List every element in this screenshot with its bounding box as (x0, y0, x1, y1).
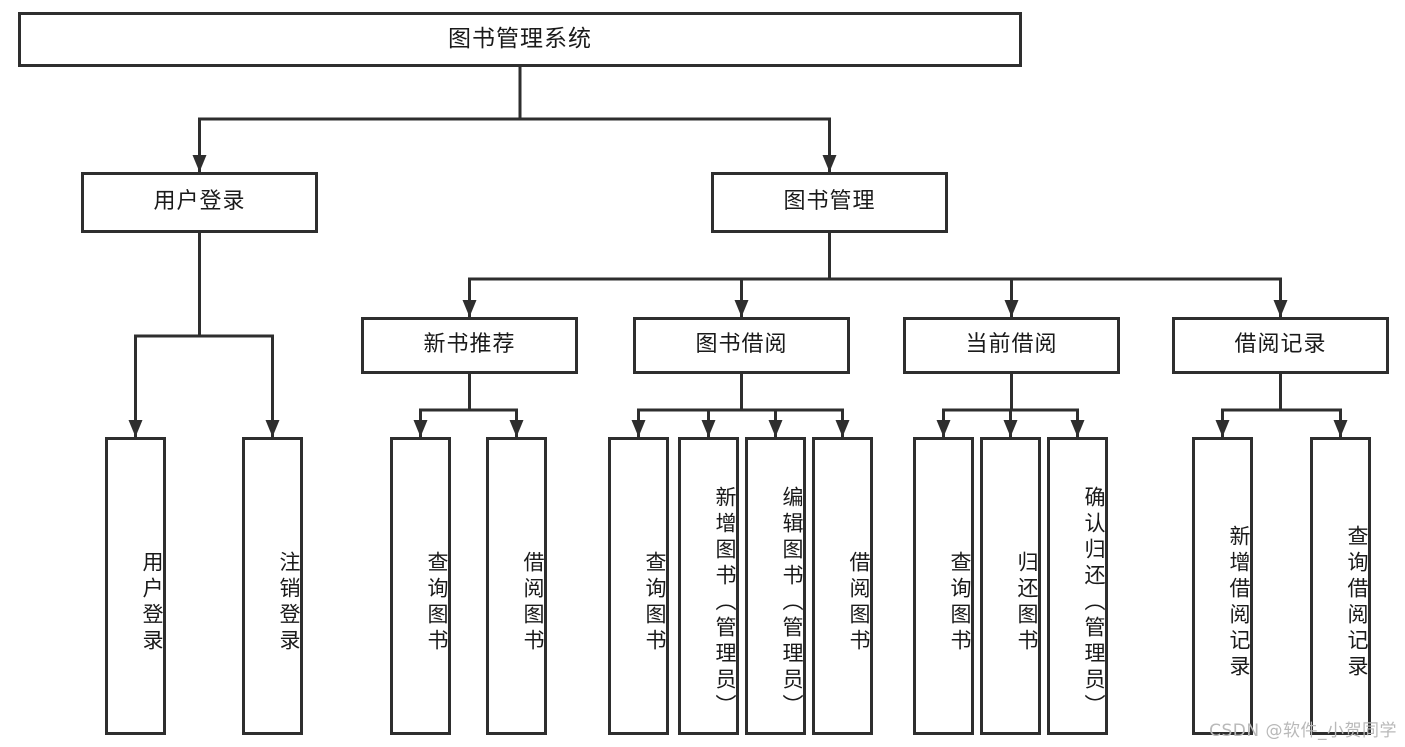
leaf-user-login[interactable]: 用户登录 (105, 437, 166, 735)
node-book-manage-label: 图书管理 (783, 189, 876, 215)
leaf-user-login-label: 用户登录 (140, 551, 164, 655)
node-current-borrow[interactable]: 当前借阅 (903, 317, 1120, 374)
node-new-book-recommend[interactable]: 新书推荐 (361, 317, 578, 374)
leaf-borrow-edit-book-label: 编辑图书（管理员） (780, 486, 804, 720)
node-borrow-record[interactable]: 借阅记录 (1172, 317, 1389, 374)
leaf-record-add[interactable]: 新增借阅记录 (1192, 437, 1253, 735)
leaf-recommend-query-book[interactable]: 查询图书 (390, 437, 451, 735)
node-new-book-recommend-label: 新书推荐 (423, 332, 516, 358)
node-book-manage[interactable]: 图书管理 (711, 172, 948, 233)
leaf-logout[interactable]: 注销登录 (242, 437, 303, 735)
leaf-borrow-add-book-label: 新增图书（管理员） (713, 486, 737, 720)
leaf-current-confirm-return-label: 确认归还（管理员） (1082, 486, 1106, 720)
leaf-current-query-book-label: 查询图书 (948, 551, 972, 655)
leaf-current-return-book-label: 归还图书 (1015, 551, 1039, 655)
node-book-borrow-label: 图书借阅 (695, 332, 788, 358)
leaf-current-confirm-return[interactable]: 确认归还（管理员） (1047, 437, 1108, 735)
leaf-logout-label: 注销登录 (277, 551, 301, 655)
node-borrow-record-label: 借阅记录 (1234, 332, 1327, 358)
leaf-current-query-book[interactable]: 查询图书 (913, 437, 974, 735)
node-current-borrow-label: 当前借阅 (965, 332, 1058, 358)
leaf-borrow-add-book[interactable]: 新增图书（管理员） (678, 437, 739, 735)
leaf-borrow-query-book-label: 查询图书 (643, 551, 667, 655)
node-user-login-label: 用户登录 (153, 189, 246, 215)
leaf-borrow-borrow-book[interactable]: 借阅图书 (812, 437, 873, 735)
node-user-login[interactable]: 用户登录 (81, 172, 318, 233)
watermark: CSDN @软件_小贺同学 (1209, 721, 1397, 741)
leaf-borrow-edit-book[interactable]: 编辑图书（管理员） (745, 437, 806, 735)
leaf-record-query-label: 查询借阅记录 (1345, 525, 1369, 681)
leaf-current-return-book[interactable]: 归还图书 (980, 437, 1041, 735)
leaf-record-add-label: 新增借阅记录 (1227, 525, 1251, 681)
leaf-borrow-query-book[interactable]: 查询图书 (608, 437, 669, 735)
leaf-recommend-borrow-book-label: 借阅图书 (521, 551, 545, 655)
node-book-borrow[interactable]: 图书借阅 (633, 317, 850, 374)
leaf-recommend-borrow-book[interactable]: 借阅图书 (486, 437, 547, 735)
node-root[interactable]: 图书管理系统 (18, 12, 1022, 67)
leaf-record-query[interactable]: 查询借阅记录 (1310, 437, 1371, 735)
leaf-recommend-query-book-label: 查询图书 (425, 551, 449, 655)
leaf-borrow-borrow-book-label: 借阅图书 (847, 551, 871, 655)
node-root-label: 图书管理系统 (448, 25, 592, 52)
